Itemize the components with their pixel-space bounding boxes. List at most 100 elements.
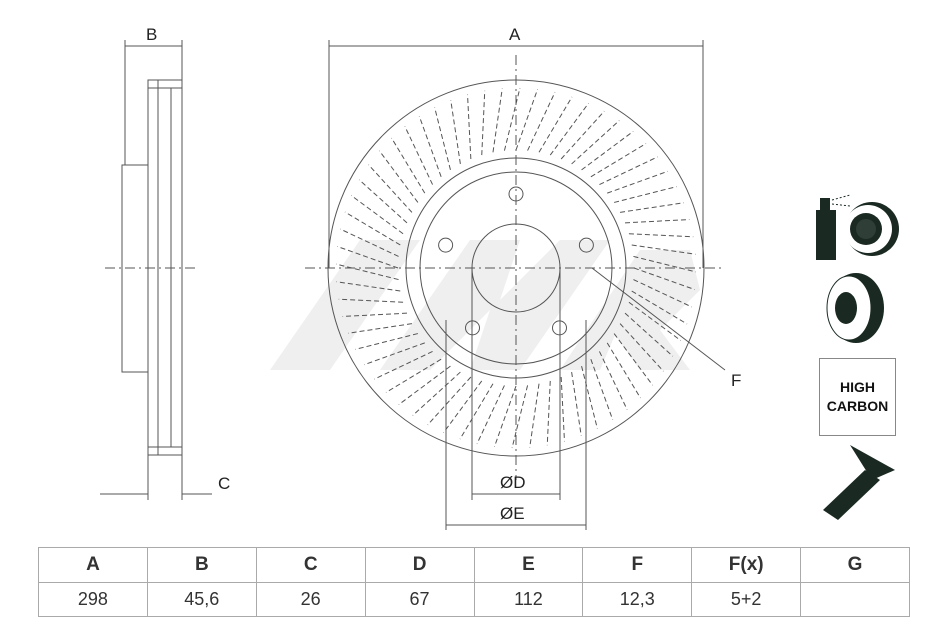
vent-line	[560, 110, 605, 160]
vent-line	[511, 385, 529, 449]
side-view	[100, 40, 212, 500]
bolt-hole	[438, 237, 454, 253]
vent-line	[607, 170, 668, 194]
vent-line	[391, 137, 426, 194]
vent-line	[628, 233, 694, 238]
vent-line	[633, 279, 692, 308]
screw-icon	[823, 445, 895, 520]
value-cell: 45,6	[146, 582, 257, 617]
vent-line	[599, 156, 658, 186]
vent-line	[606, 342, 641, 399]
dimension-d-label: ØD	[500, 473, 526, 492]
dimension-e-label: ØE	[500, 504, 525, 523]
bolt-hole	[465, 320, 481, 336]
vent-line	[571, 371, 582, 436]
value-cell: 12,3	[582, 582, 693, 617]
vent-line	[348, 323, 413, 334]
vent-line	[398, 365, 451, 406]
vent-line	[493, 385, 517, 447]
dimension-a-label: A	[509, 25, 521, 44]
vent-line	[344, 211, 401, 246]
badge-line2: CARBON	[826, 398, 889, 414]
vent-line	[560, 376, 565, 442]
vent-line	[459, 383, 494, 440]
dimension-c-label: C	[218, 474, 230, 493]
vent-line	[374, 350, 433, 380]
brake-disc-drawing: B C A ØD ØE F	[100, 25, 899, 530]
vent-line	[481, 90, 486, 156]
badge-line1: HIGH	[840, 379, 875, 395]
vent-line	[337, 245, 399, 269]
vent-line	[404, 126, 434, 185]
vent-line	[378, 150, 419, 203]
value-cell: 67	[364, 582, 475, 617]
vent-line	[340, 228, 399, 257]
vent-line	[467, 94, 472, 160]
header-cell: D	[364, 547, 475, 583]
high-carbon-badge: HIGH CARBON	[819, 358, 896, 436]
vent-line	[529, 383, 540, 448]
vent-line	[631, 244, 696, 255]
vent-line	[628, 301, 682, 341]
watermark-logo	[270, 240, 700, 370]
vent-line	[624, 219, 690, 224]
vent-line	[450, 100, 461, 165]
vent-line	[492, 88, 503, 153]
spray-coating-icon	[816, 194, 899, 260]
dimensions-table: A B C D E F F(x) G 298 45,6 26 67 112 12…	[38, 547, 910, 617]
vent-line	[350, 195, 404, 235]
header-cell: C	[255, 547, 366, 583]
vent-line	[598, 351, 628, 410]
header-cell: F(x)	[691, 547, 802, 583]
value-cell: 5+2	[691, 582, 802, 617]
vent-line	[590, 143, 647, 178]
vent-line	[538, 96, 573, 153]
vent-line	[358, 179, 408, 224]
vent-line	[342, 312, 408, 317]
vent-line	[503, 87, 521, 151]
vent-line	[571, 120, 620, 165]
vent-line	[546, 380, 551, 446]
vent-line	[613, 186, 677, 203]
vent-line	[355, 333, 419, 350]
vent-line	[368, 164, 413, 213]
bolt-hole	[551, 320, 567, 336]
vent-line	[427, 376, 472, 426]
header-cell: A	[38, 547, 148, 583]
header-cell: B	[146, 547, 257, 583]
table-row: 298 45,6 26 67 112 12,3 5+2	[38, 582, 910, 617]
vent-line	[515, 89, 539, 151]
header-cell: G	[800, 547, 910, 583]
vent-line	[581, 365, 598, 429]
vent-line	[633, 255, 697, 273]
vent-line	[619, 323, 664, 372]
bolt-hole	[578, 237, 594, 253]
vent-line	[613, 333, 654, 386]
dimension-b-label: B	[146, 25, 157, 44]
front-view	[305, 40, 726, 530]
vent-line	[418, 116, 442, 177]
header-cell: E	[473, 547, 584, 583]
header-cell: F	[582, 547, 693, 583]
vent-line	[336, 281, 401, 292]
vent-line	[581, 130, 634, 171]
dimension-f-label: F	[731, 371, 741, 390]
vent-line	[335, 263, 399, 281]
vent-line	[624, 312, 674, 357]
value-cell: 26	[255, 582, 366, 617]
vent-line	[338, 298, 404, 303]
vent-line	[631, 290, 688, 325]
vent-line	[364, 342, 425, 366]
vent-line	[633, 267, 695, 291]
vent-line	[434, 107, 451, 171]
vent-line	[476, 385, 505, 444]
vent-line	[412, 371, 461, 416]
value-cell: 298	[38, 582, 148, 617]
vent-line	[527, 92, 556, 151]
table-header-row: A B C D E F F(x) G	[38, 547, 910, 583]
vent-line	[549, 102, 589, 156]
vent-line	[619, 202, 684, 213]
vented-disc-icon	[826, 273, 884, 343]
value-cell	[800, 582, 910, 617]
value-cell: 112	[473, 582, 584, 617]
